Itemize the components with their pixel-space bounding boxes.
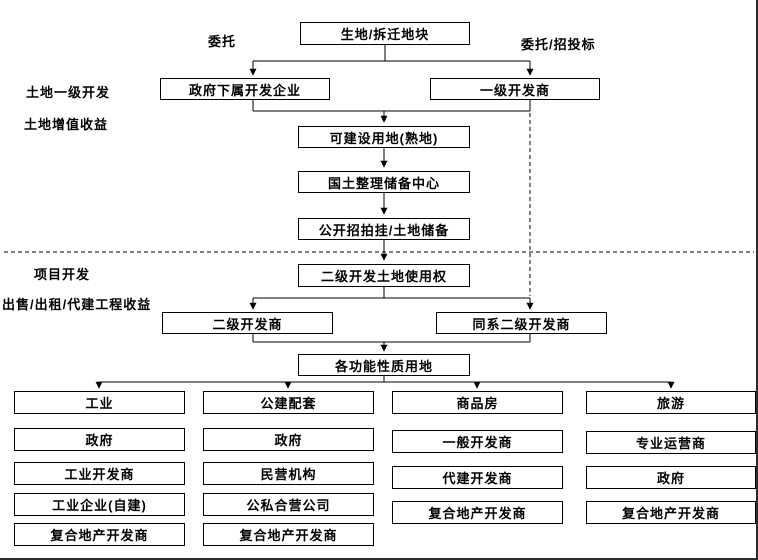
node-col3-item: 复合地产开发商 xyxy=(392,501,563,524)
node-col4-item: 政府 xyxy=(586,466,756,489)
edge-label-entrust-bidding: 委托/招投标 xyxy=(521,37,596,52)
node-functional-land: 各功能性质用地 xyxy=(298,354,470,376)
node-col4-header-tourism: 旅游 xyxy=(586,391,756,414)
node-primary-developer: 一级开发商 xyxy=(430,78,600,100)
node-public-bidding: 公开招拍挂/土地储备 xyxy=(298,218,470,240)
node-col4-item: 专业运营商 xyxy=(586,431,756,454)
node-affiliated-secondary-developer: 同系二级开发商 xyxy=(436,312,607,334)
node-col4-item: 复合地产开发商 xyxy=(586,501,756,524)
node-col3-item: 一般开发商 xyxy=(392,430,563,453)
node-buildable-land: 可建设用地(熟地) xyxy=(298,126,470,148)
node-gov-dev-enterprise: 政府下属开发企业 xyxy=(160,78,330,100)
node-col3-item: 代建开发商 xyxy=(392,466,563,489)
node-col2-item: 公私合营公司 xyxy=(203,493,374,516)
node-col1-header-industry: 工业 xyxy=(14,391,185,414)
node-secondary-developer: 二级开发商 xyxy=(162,312,333,334)
node-secondary-land-right: 二级开发土地使用权 xyxy=(298,264,470,287)
node-col2-item: 复合地产开发商 xyxy=(203,523,374,546)
side-label-land-primary-dev: 土地一级开发 xyxy=(26,85,111,100)
side-label-project-dev: 项目开发 xyxy=(34,267,91,282)
side-label-land-value-income: 土地增值收益 xyxy=(24,117,109,132)
edge-label-entrust: 委托 xyxy=(208,34,237,49)
node-raw-land: 生地/拆迁地块 xyxy=(300,22,470,45)
node-col2-item: 政府 xyxy=(203,428,374,451)
node-col1-item: 政府 xyxy=(14,428,185,451)
node-col1-item: 工业企业(自建) xyxy=(14,493,185,516)
node-col2-header-public-facilities: 公建配套 xyxy=(203,391,374,414)
node-col2-item: 民营机构 xyxy=(203,462,374,485)
node-col3-header-commodity-housing: 商品房 xyxy=(392,391,563,414)
node-col1-item: 复合地产开发商 xyxy=(14,523,185,546)
node-land-reserve-center: 国土整理储备中心 xyxy=(298,171,470,193)
node-col1-item: 工业开发商 xyxy=(14,462,185,485)
side-label-sale-lease-income: 出售/出租/代建工程收益 xyxy=(2,297,152,312)
